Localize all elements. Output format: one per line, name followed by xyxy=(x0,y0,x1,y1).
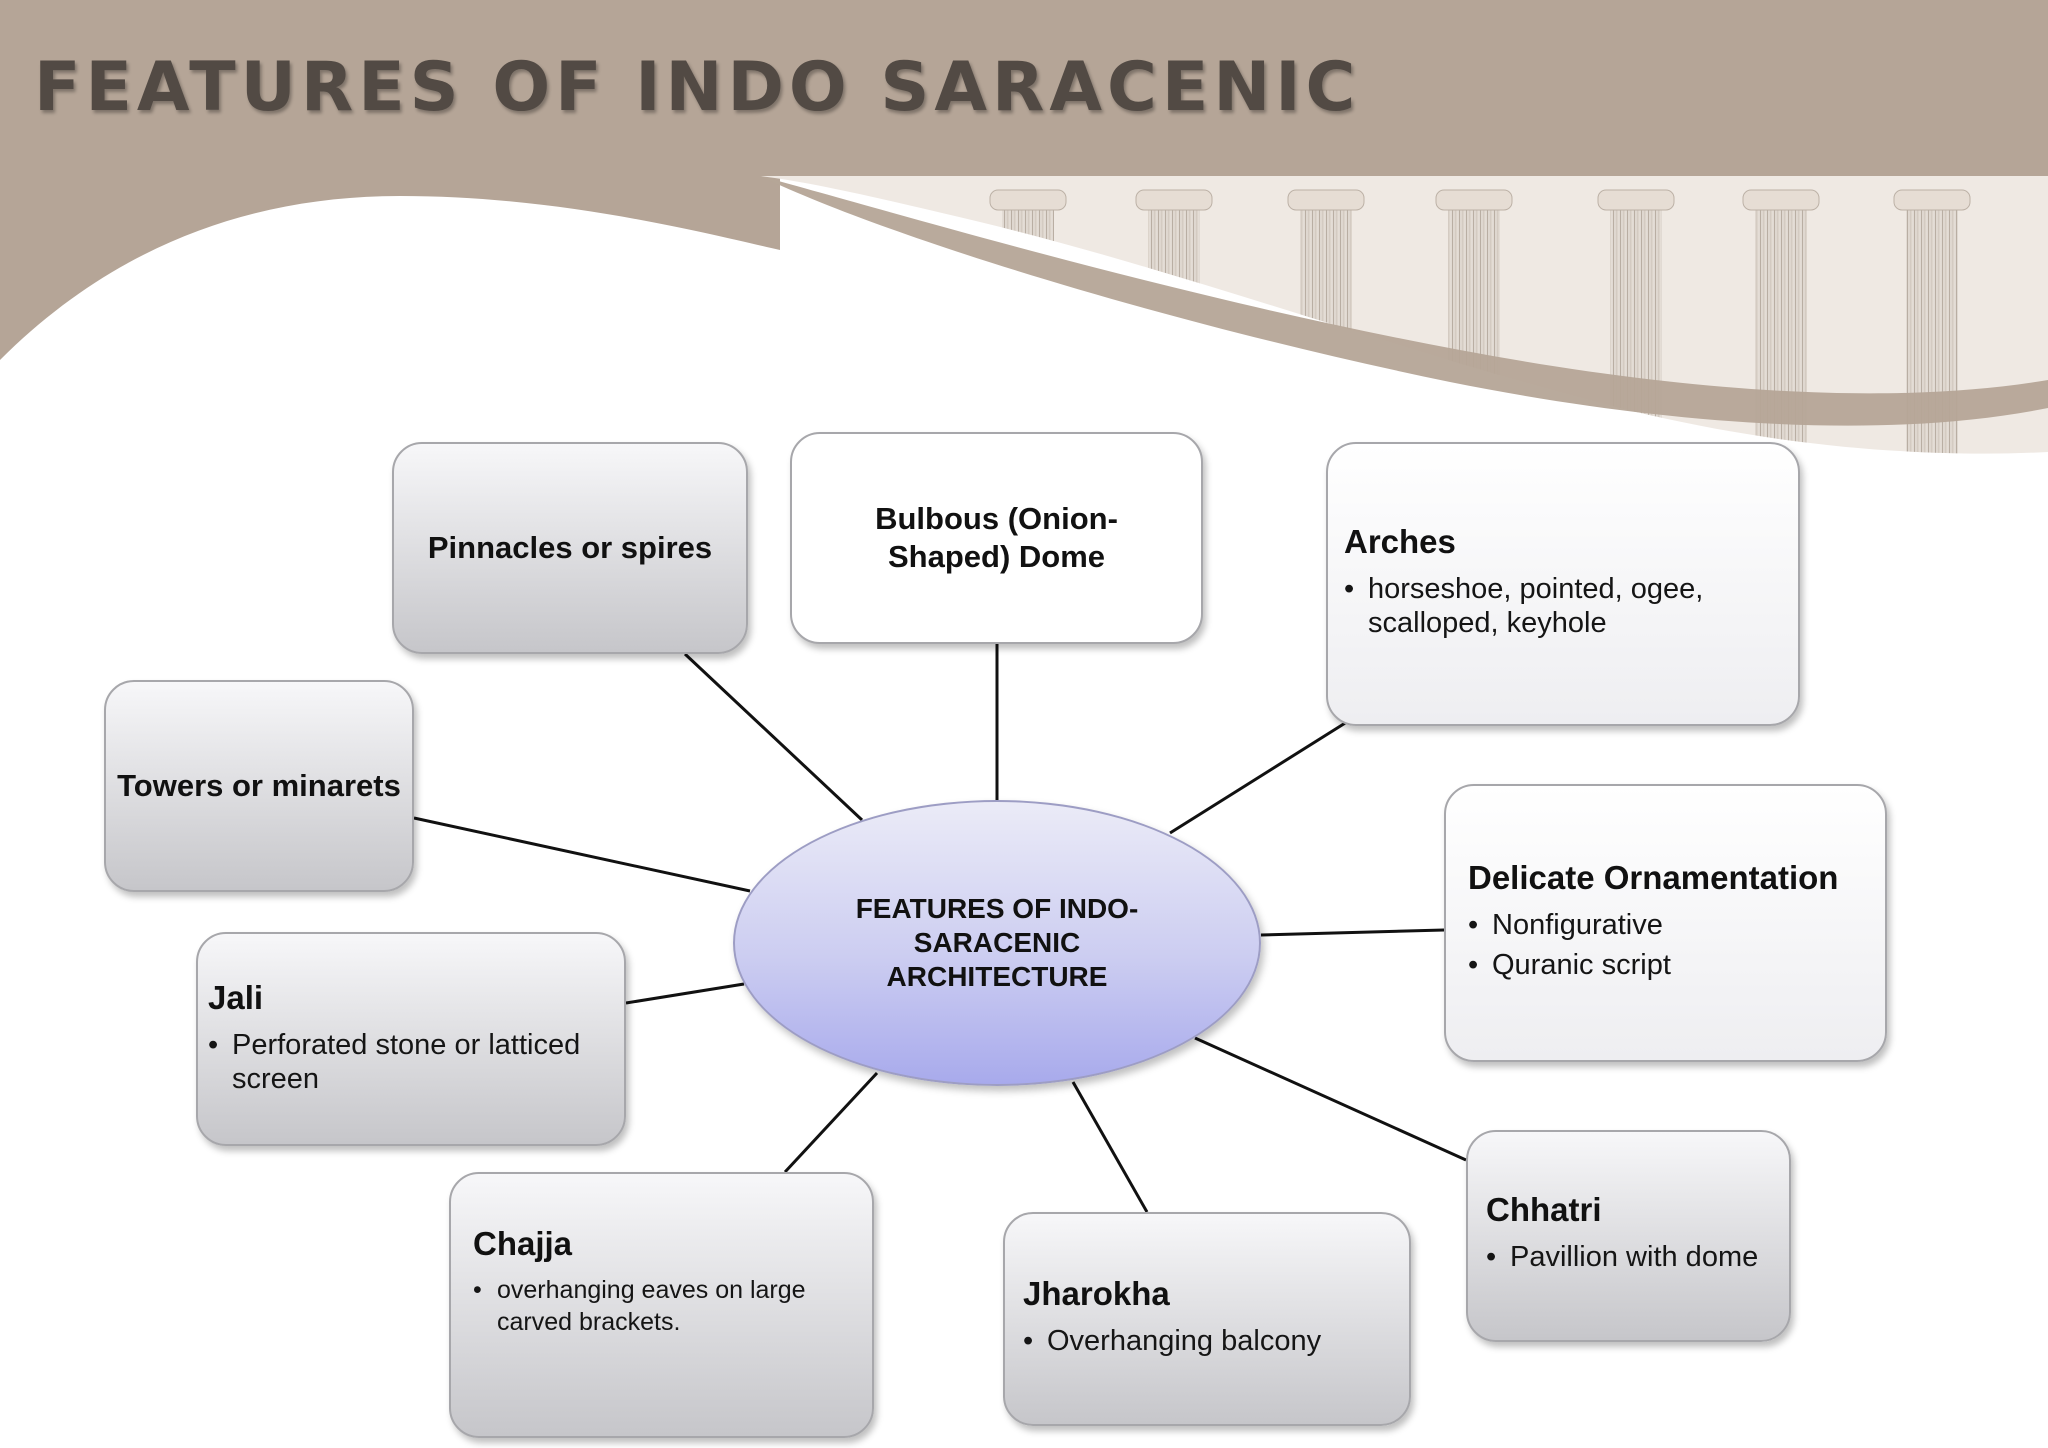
node-chajja-title: Chajja xyxy=(473,1225,573,1262)
header-swoosh xyxy=(760,176,2048,426)
node-arches-bullets: horseshoe, pointed, ogee, scalloped, key… xyxy=(1344,572,1776,640)
node-ornamentation-bullet-2: Quranic script xyxy=(1468,948,1863,982)
node-pinnacles-title: Pinnacles or spires xyxy=(427,530,713,565)
node-chhatri-bullets: Pavillion with dome xyxy=(1486,1240,1767,1274)
node-chhatri-bullet: Pavillion with dome xyxy=(1486,1240,1767,1274)
center-hub-label: FEATURES OF INDO-SARACENIC ARCHITECTURE xyxy=(855,893,1139,992)
node-chajja: Chajja overhanging eaves on large carved… xyxy=(449,1172,874,1438)
node-jali-title: Jali xyxy=(208,979,264,1016)
node-jharokha-title: Jharokha xyxy=(1023,1275,1170,1312)
center-hub: FEATURES OF INDO-SARACENIC ARCHITECTURE xyxy=(733,800,1261,1086)
connector-arches xyxy=(1169,718,1351,835)
node-towers: Towers or minarets xyxy=(104,680,414,892)
node-dome-title: Bulbous (Onion-Shaped) Dome xyxy=(875,501,1118,574)
node-chajja-bullets: overhanging eaves on large carved bracke… xyxy=(473,1274,850,1338)
node-jali-bullet: Perforated stone or latticed screen xyxy=(208,1028,602,1096)
connector-towers xyxy=(413,816,751,893)
connector-jali xyxy=(625,982,745,1005)
connector-jharokha xyxy=(1071,1081,1149,1213)
node-jharokha: Jharokha Overhanging balcony xyxy=(1003,1212,1411,1426)
slide-title: FEATURES OF INDO SARACENIC xyxy=(34,48,1361,127)
node-chhatri: Chhatri Pavillion with dome xyxy=(1466,1130,1791,1342)
node-arches-title: Arches xyxy=(1344,523,1456,560)
node-chajja-bullet: overhanging eaves on large carved bracke… xyxy=(473,1274,837,1338)
connector-chajja xyxy=(783,1071,879,1174)
node-jali: Jali Perforated stone or latticed screen xyxy=(196,932,626,1146)
node-jharokha-bullets: Overhanging balcony xyxy=(1023,1324,1387,1358)
node-dome: Bulbous (Onion-Shaped) Dome xyxy=(790,432,1203,644)
connector-chhatri xyxy=(1194,1036,1467,1162)
node-ornamentation-title: Delicate Ornamentation xyxy=(1468,859,1839,896)
node-ornamentation-bullets: Nonfigurative Quranic script xyxy=(1468,908,1863,982)
connector-ornamentation xyxy=(1260,928,1445,937)
node-ornamentation: Delicate Ornamentation Nonfigurative Qur… xyxy=(1444,784,1887,1062)
node-arches: Arches horseshoe, pointed, ogee, scallop… xyxy=(1326,442,1800,726)
node-jharokha-bullet: Overhanging balcony xyxy=(1023,1324,1387,1358)
node-jali-bullets: Perforated stone or latticed screen xyxy=(208,1028,602,1096)
header-band xyxy=(0,0,2048,454)
node-towers-title: Towers or minarets xyxy=(117,768,401,803)
connector-pinnacles xyxy=(683,652,864,822)
node-pinnacles: Pinnacles or spires xyxy=(392,442,748,654)
node-arches-bullet: horseshoe, pointed, ogee, scalloped, key… xyxy=(1344,572,1728,640)
node-chhatri-title: Chhatri xyxy=(1486,1191,1602,1228)
node-ornamentation-bullet-1: Nonfigurative xyxy=(1468,908,1863,942)
